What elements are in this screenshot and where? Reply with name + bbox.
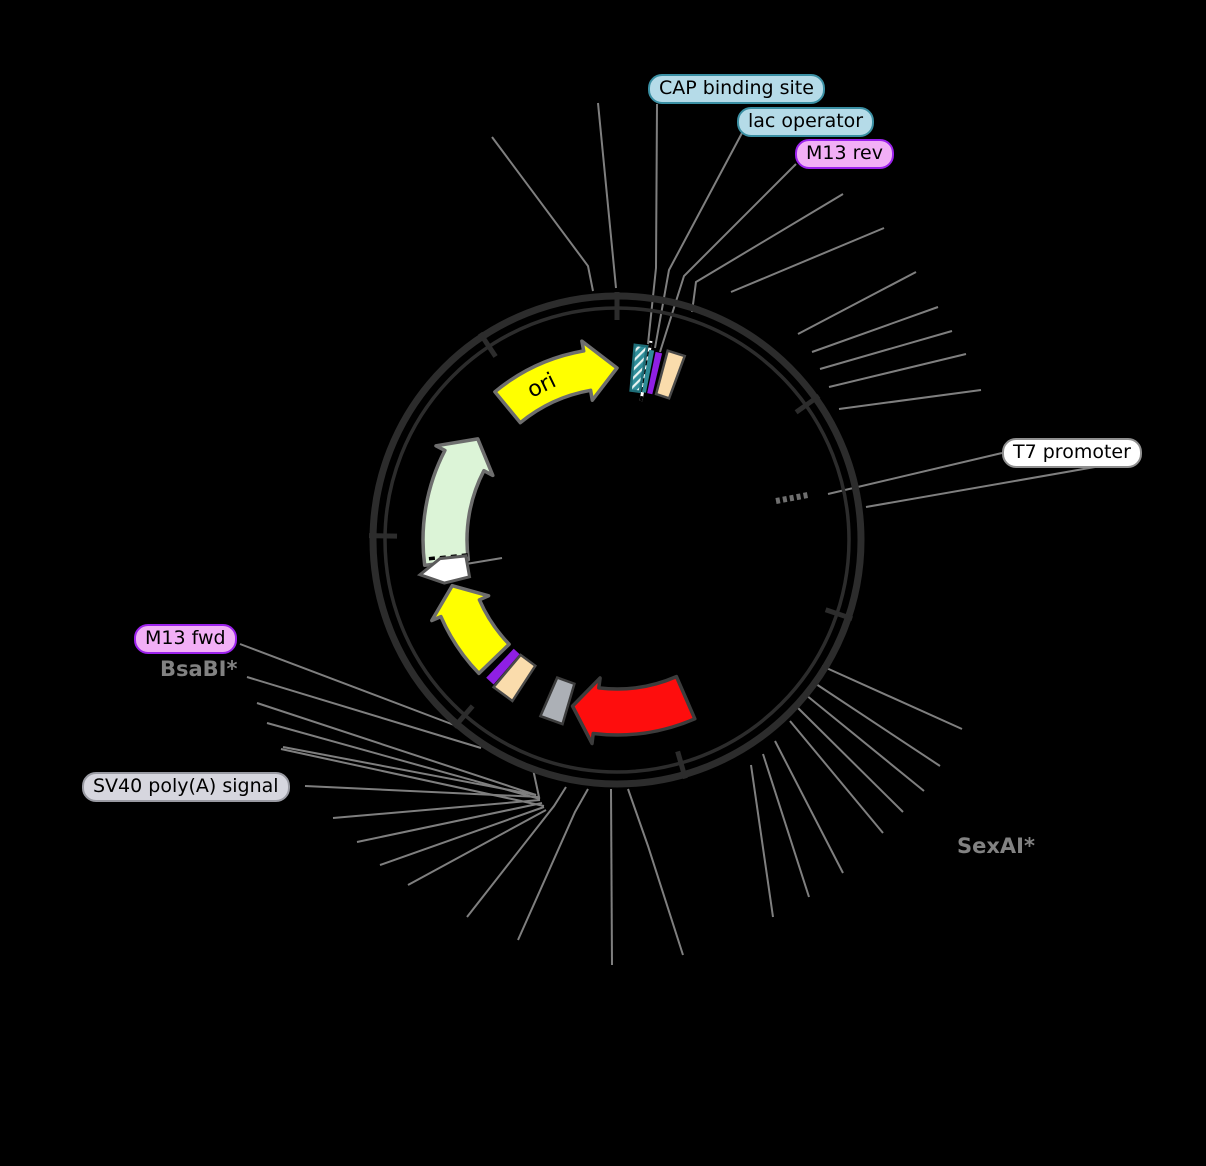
callout-line-32	[239, 643, 463, 729]
t7-promoter-label[interactable]: T7 promoter	[1002, 438, 1142, 468]
callout-line-14	[821, 665, 963, 730]
cap-binding-site-label[interactable]: CAP binding site	[648, 74, 825, 104]
peach-box-bottom[interactable]	[491, 653, 537, 703]
callout-line-28	[332, 799, 541, 819]
callout-line-3	[654, 132, 743, 349]
callout-line-21	[750, 764, 774, 918]
callout-line-26	[304, 768, 541, 799]
callout-line-5	[691, 193, 844, 313]
callout-line-31	[407, 809, 547, 886]
callout-line-22	[627, 788, 684, 956]
callout-line-1	[597, 102, 617, 289]
callout-line-20	[762, 753, 810, 898]
scale-tick-1	[794, 393, 821, 415]
ori-arrow[interactable]	[493, 339, 619, 425]
callout-line-35	[266, 722, 541, 800]
sexai-enzyme-label[interactable]: SexAI*	[957, 834, 1035, 858]
scale-tick-4	[452, 704, 475, 729]
m13-fwd-primer-box[interactable]	[486, 648, 520, 685]
lac-operator-box[interactable]	[642, 349, 655, 393]
callout-line-6	[730, 227, 885, 293]
yellow-orf-arrow[interactable]	[430, 583, 511, 676]
callout-line-7	[797, 271, 917, 335]
cap-binding-site-box[interactable]	[629, 343, 649, 394]
scale-tick-2	[824, 607, 853, 622]
bsabi-enzyme-label[interactable]: BsaBI*	[160, 657, 238, 681]
callout-line-24	[517, 788, 589, 941]
callout-line-19	[774, 740, 844, 874]
callout-line-10	[828, 353, 967, 388]
callout-line-13	[865, 466, 1096, 508]
callout-line-15	[812, 681, 941, 767]
callout-line-25	[466, 786, 567, 918]
callout-line-9	[819, 330, 953, 370]
lac-operator-label[interactable]: lac operator	[737, 107, 875, 137]
callout-line-4	[659, 163, 797, 353]
callout-line-0	[491, 136, 594, 292]
promoter-arrow-white[interactable]	[416, 554, 472, 585]
callout-line-18	[789, 720, 884, 834]
polya-gray-box[interactable]	[538, 676, 576, 726]
inner-hatched-feature	[775, 492, 809, 504]
callout-line-8	[811, 306, 939, 353]
m13-rev-label[interactable]: M13 rev	[795, 139, 894, 169]
callout-line-23	[610, 788, 613, 966]
callout-line-30	[379, 806, 545, 866]
m13-rev-primer-box[interactable]	[647, 351, 663, 395]
callout-line-2	[647, 103, 658, 345]
m13-fwd-label[interactable]: M13 fwd	[134, 624, 237, 654]
callout-line-17	[797, 707, 904, 813]
callout-line-36	[280, 748, 545, 807]
callout-line-37	[465, 557, 503, 565]
peach-box-top[interactable]	[654, 349, 687, 400]
callout-line-11	[838, 389, 982, 410]
scale-tick-6	[478, 331, 498, 358]
callout-line-33	[246, 676, 482, 749]
red-orf-arrow[interactable]	[570, 674, 697, 746]
green-orf-arrow[interactable]	[421, 437, 495, 568]
scale-tick-3	[675, 750, 688, 780]
sv40-polya-label[interactable]: SV40 poly(A) signal	[82, 772, 290, 802]
callout-line-16	[805, 694, 925, 792]
callout-line-34	[256, 702, 537, 796]
callout-line-29	[356, 802, 543, 843]
green-orf-arrow-boundary-dash	[423, 553, 468, 562]
